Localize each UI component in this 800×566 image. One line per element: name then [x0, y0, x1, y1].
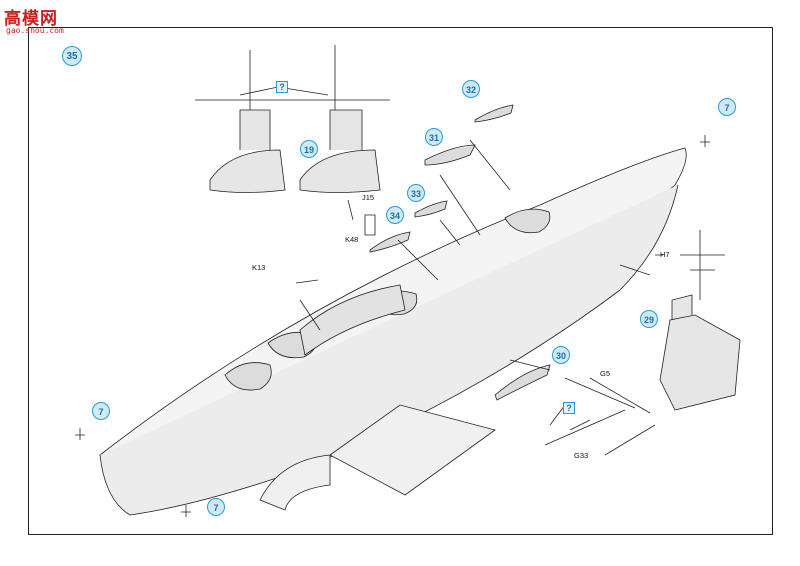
display-stand	[259, 404, 496, 511]
part-label-h7: H7	[660, 250, 670, 259]
callout-31: 31	[425, 128, 443, 146]
question-callout-top: ?	[276, 81, 288, 93]
anchor-left	[75, 428, 85, 440]
diagram-frame	[28, 27, 773, 535]
callout-7-bottom: 7	[207, 498, 225, 516]
callout-7-top-right: 7	[718, 98, 736, 116]
part-label-j15: J15	[362, 193, 375, 202]
boat-34	[369, 231, 411, 253]
part-label-g5: G5	[600, 369, 611, 378]
part-j15-shape	[347, 199, 354, 221]
anchor-top-right	[700, 135, 710, 147]
callout-33: 33	[407, 184, 425, 202]
anchor-bottom	[181, 505, 191, 517]
callout-32: 32	[462, 80, 480, 98]
boat-31	[424, 144, 476, 166]
superstructure-base	[299, 284, 406, 356]
callout-30: 30	[552, 346, 570, 364]
forward-turret	[224, 362, 272, 391]
boat-30	[494, 364, 551, 401]
callout-7-left: 7	[92, 402, 110, 420]
watermark-logo: 高模网 gao.shou.com	[4, 4, 74, 40]
part-g5-rod-b	[589, 377, 651, 414]
callout-19: 19	[300, 140, 318, 158]
part-g5-rod-a	[564, 377, 636, 409]
mast-assembly	[680, 230, 725, 300]
part-label-k13: K13	[252, 263, 266, 272]
boat-32	[474, 104, 514, 123]
callout-29: 29	[640, 310, 658, 328]
callout-34: 34	[386, 206, 404, 224]
funnel-assembly	[659, 294, 741, 411]
bridge-assembly-right	[299, 45, 381, 193]
part-k48-shape	[364, 214, 376, 236]
bridge-assembly-left	[209, 50, 286, 193]
part-g33-rod-a	[544, 409, 626, 446]
part-label-k48: K48	[345, 235, 359, 244]
boat-33	[414, 200, 448, 218]
part-g33-rod-b	[604, 424, 656, 456]
aft-turret	[504, 208, 551, 234]
question-callout-bottom: ?	[563, 402, 575, 414]
watermark-url: gao.shou.com	[6, 26, 64, 35]
part-k13-shape	[295, 279, 319, 284]
step-number-badge: 35	[62, 46, 82, 66]
watermark-text: 高模网	[4, 9, 58, 29]
part-label-g33: G33	[574, 451, 589, 460]
